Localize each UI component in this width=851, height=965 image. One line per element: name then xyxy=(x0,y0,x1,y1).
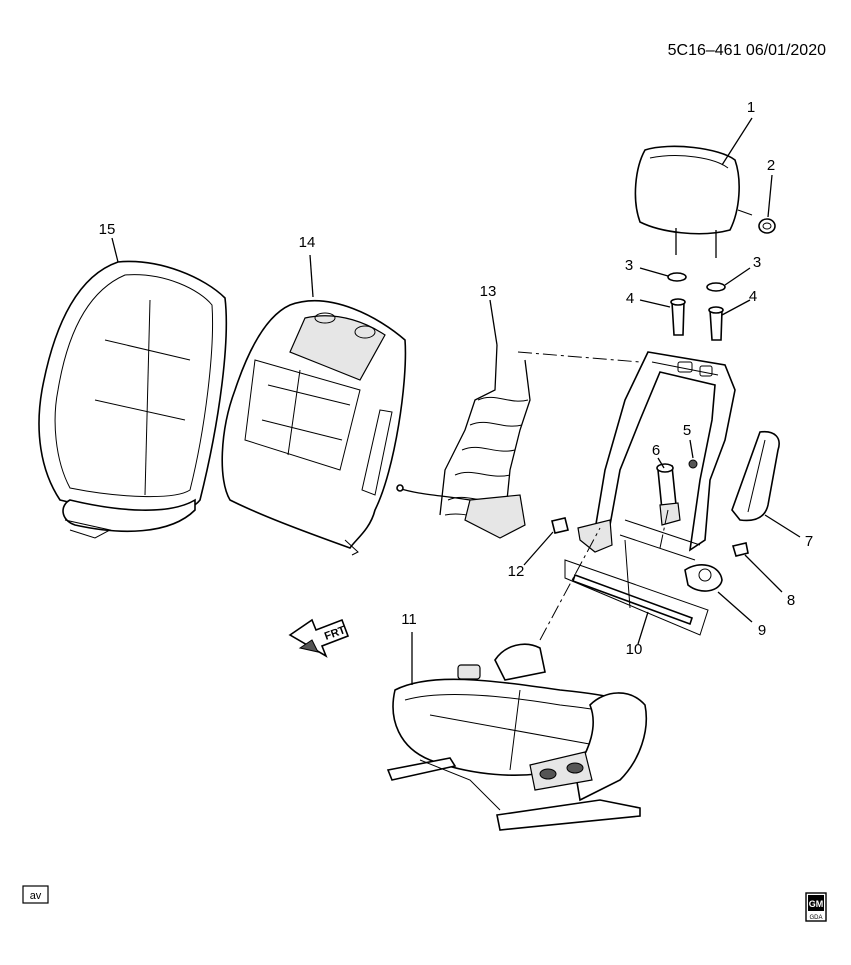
clip xyxy=(688,459,698,469)
gm-logo: GM GDA xyxy=(805,892,827,922)
gm-logo-subtext: GDA xyxy=(809,915,822,921)
callout-11: 11 xyxy=(401,611,417,628)
headrest-guide-button xyxy=(758,218,776,234)
callout-3a: 3 xyxy=(625,257,633,274)
callout-5: 5 xyxy=(683,422,691,439)
callout-3b: 3 xyxy=(753,254,761,271)
callout-10: 10 xyxy=(626,641,643,658)
washer-left xyxy=(667,272,687,282)
callout-9: 9 xyxy=(758,622,766,639)
trim-strip xyxy=(571,573,694,626)
gm-logo-text: GM xyxy=(809,899,824,909)
view-badge-text: av xyxy=(30,890,42,902)
bolt xyxy=(731,542,749,557)
callout-12: 12 xyxy=(508,563,525,580)
leader-lines xyxy=(111,117,801,685)
assembly-lines xyxy=(517,351,709,641)
side-bolster-panel xyxy=(731,430,780,522)
headrest-guide-left xyxy=(670,298,686,336)
callout-4a: 4 xyxy=(626,290,634,307)
washer-right xyxy=(706,282,726,292)
lumbar-support-frame xyxy=(396,344,531,539)
callout-15: 15 xyxy=(99,221,116,238)
callout-8: 8 xyxy=(787,592,795,609)
callout-14: 14 xyxy=(299,234,316,251)
seat-back-pad xyxy=(221,300,407,556)
seat-back-cover xyxy=(38,260,228,539)
seat-back-frame xyxy=(577,351,736,592)
bolt-12 xyxy=(551,517,569,534)
callout-2: 2 xyxy=(767,157,775,174)
callout-4b: 4 xyxy=(749,288,757,305)
callout-7: 7 xyxy=(805,533,813,550)
headrest-guide-right xyxy=(708,306,724,341)
callout-1: 1 xyxy=(747,99,755,116)
callout-13: 13 xyxy=(480,283,497,300)
recliner-motor xyxy=(656,463,681,526)
callout-labels: 1 2 3 3 4 4 5 6 7 8 9 10 11 12 13 14 15 xyxy=(99,99,814,658)
diagram-code: 5C16–461 06/01/2020 xyxy=(668,42,826,59)
seat-cushion-assembly xyxy=(386,643,648,831)
front-direction-arrow-icon: FRT xyxy=(288,618,350,658)
headrest xyxy=(634,145,753,258)
callout-6: 6 xyxy=(652,442,660,459)
view-badge: av xyxy=(22,885,49,904)
